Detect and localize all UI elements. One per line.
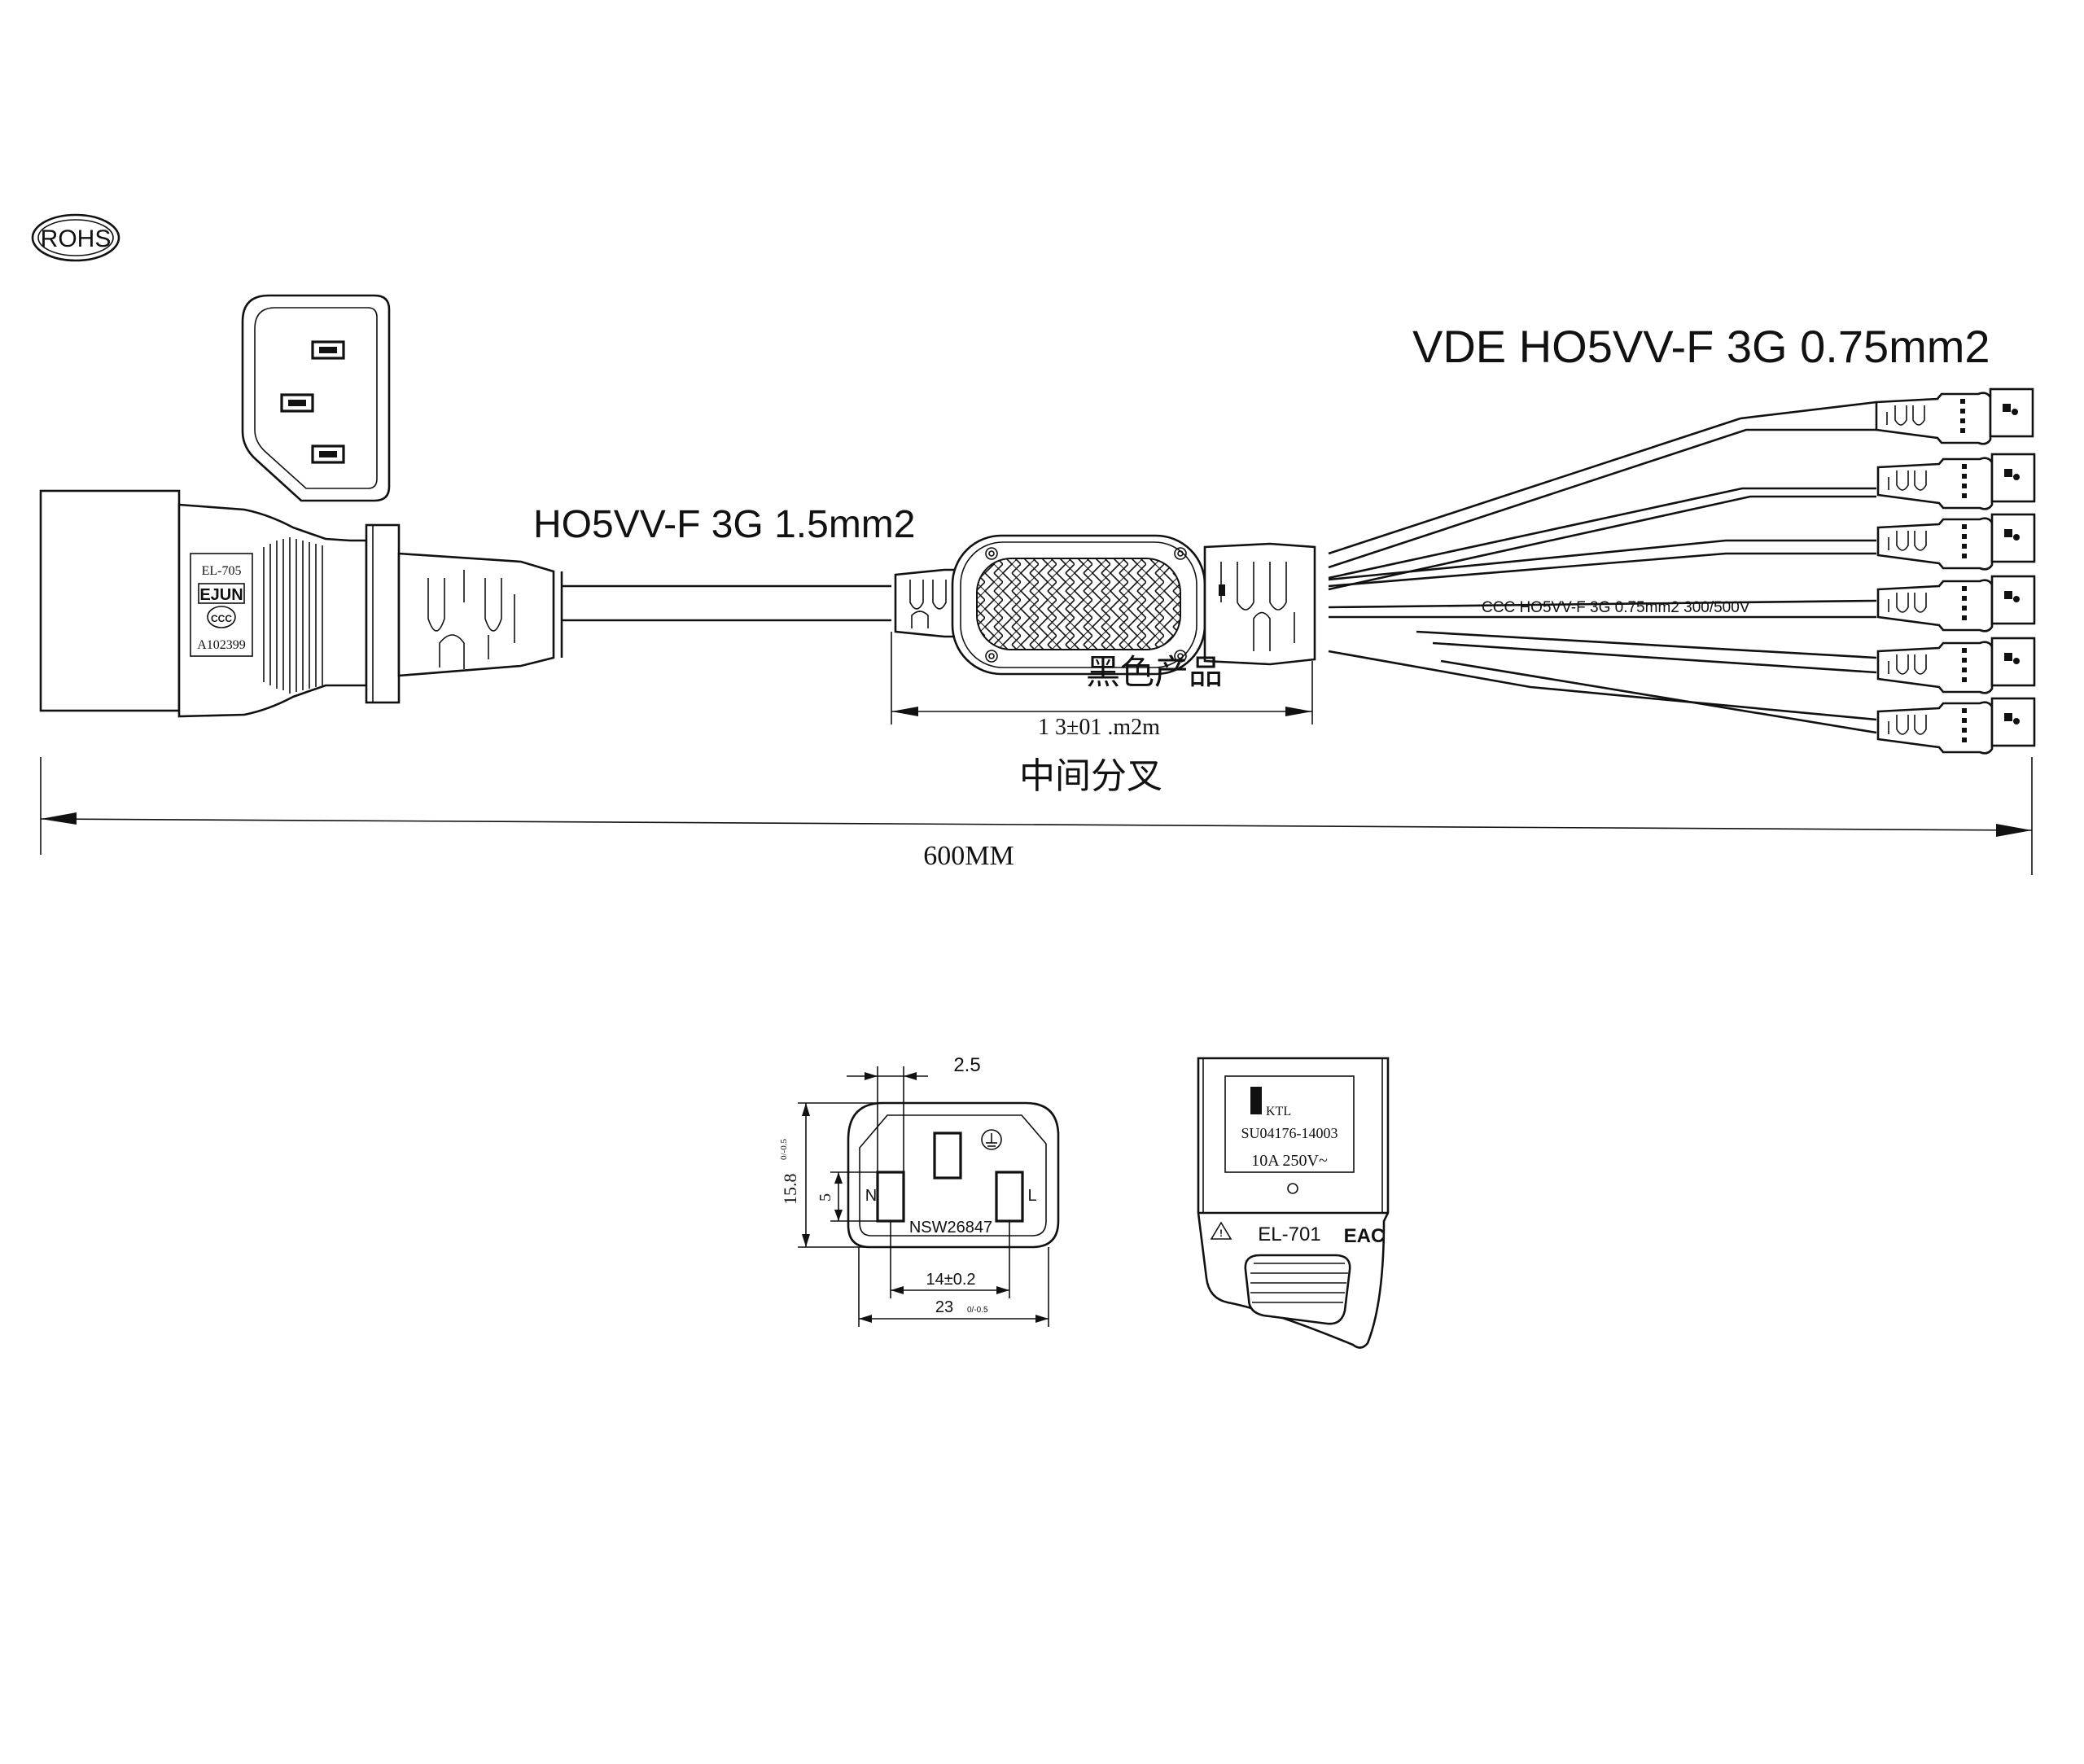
dim-height-tolerance: 0/-0.5 [779, 1139, 789, 1160]
branch-cables: VDE HO5VV-F 3G 0.75mm2 CCC HO5VV-F 3G 0.… [1328, 321, 1990, 734]
splitter-length-dimension: 1 3±01 .m2m 中间分叉 [891, 632, 1313, 796]
branch-connector [1876, 637, 2036, 694]
connector-model-label: EL-705 [202, 564, 242, 578]
face-code-label: NSW26847 [909, 1219, 992, 1237]
branch-cable-label: VDE HO5VV-F 3G 0.75mm2 [1412, 321, 1990, 372]
live-label: L [1027, 1187, 1036, 1205]
dim-slot-label: 5 [817, 1193, 834, 1202]
rohs-label: ROHS [41, 225, 112, 252]
dim-width-tolerance: 0/-0.5 [967, 1306, 988, 1315]
overall-length-dimension: 600MM [40, 757, 2033, 875]
dim-width-label: 23 [935, 1298, 953, 1316]
rohs-badge: ROHS [31, 213, 120, 262]
connector-brand-label: EJUN [199, 586, 243, 604]
splitter-hub: 黑色产品 [894, 534, 1316, 691]
dim-inner-width-label: 14±0.2 [926, 1271, 975, 1289]
side-view: KTL SU04176-14003 10A 250V~ ! EL-701 EAC [1197, 1057, 1390, 1349]
branch-connector [1876, 513, 2036, 571]
splitter-length-label: 1 3±01 .m2m [1038, 715, 1160, 740]
ccc-mark: CCC [211, 613, 232, 624]
overall-length-label: 600MM [923, 841, 1014, 871]
main-connector: EL-705 EJUN CCC A102399 [39, 489, 563, 718]
svg-text:!: ! [1219, 1228, 1223, 1239]
main-cable-label: HO5VV-F 3G 1.5mm2 [533, 503, 915, 546]
side-model-label: EL-701 [1258, 1223, 1320, 1245]
connector-code-label: A102399 [197, 638, 246, 652]
dim-height-label: 15.8 [780, 1174, 800, 1206]
splitter-color-note: 黑色产品 [1086, 653, 1223, 691]
face-view: N L NSW26847 2.5 15.8 0/-0.5 5 14±0.2 [779, 1054, 1060, 1327]
cert-brand-label: KTL [1266, 1105, 1291, 1118]
branch-connector [1876, 453, 2036, 510]
splitter-name: 中间分叉 [1019, 756, 1162, 796]
branch-connector [1875, 387, 2034, 445]
c13-face-inset [241, 294, 391, 502]
branch-connector [1876, 575, 2036, 633]
main-cable: HO5VV-F 3G 1.5mm2 [533, 503, 915, 622]
neutral-label: N [865, 1187, 877, 1205]
cert-number-label: SU04176-14003 [1241, 1125, 1338, 1141]
branch-cable-marking: CCC HO5VV-F 3G 0.75mm2 300/500V [1482, 599, 1750, 616]
rating-label: 10A 250V~ [1251, 1152, 1328, 1170]
eac-mark: EAC [1344, 1225, 1386, 1247]
dim-top-label: 2.5 [953, 1054, 980, 1076]
branch-connector [1876, 697, 2036, 755]
